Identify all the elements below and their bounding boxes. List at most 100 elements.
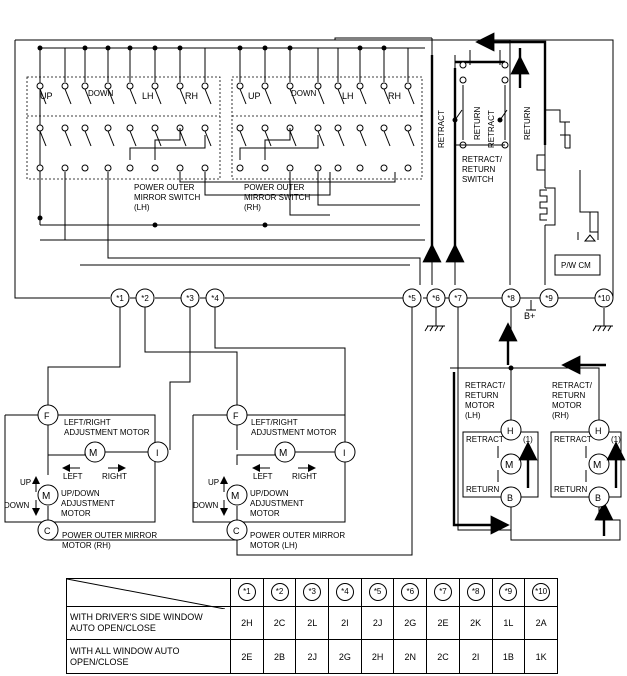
switch-contact (36, 124, 44, 132)
rmr-return: RETURN (554, 485, 588, 494)
rml-line3: MOTOR (465, 401, 495, 410)
connector-label: *2 (141, 294, 149, 303)
switch-contact (334, 124, 342, 132)
switch-rh-name-line3: (RH) (244, 203, 261, 212)
switch-rh-lh-label: LH (342, 91, 354, 101)
switch-contact (356, 124, 364, 132)
lh-term-f: F (233, 411, 239, 421)
rh-ud-line3: MOTOR (61, 509, 91, 518)
table-cell: 2C (426, 639, 460, 674)
table-cell: 2G (328, 639, 362, 674)
pwcm-label: P/W CM (561, 261, 591, 270)
rml-line1: RETRACT/ (465, 381, 506, 390)
table-cell: 2B (262, 639, 297, 674)
rmr-term-h: H (595, 426, 602, 436)
switch-contact (261, 164, 269, 172)
table-header-cell: *1 (230, 578, 264, 607)
lh-title-line1: POWER OUTER MIRROR (250, 531, 345, 540)
switch-rh-name-line2: MIRROR SWITCH (244, 193, 310, 202)
switch-contact (36, 164, 44, 172)
rh-term-f: F (44, 411, 50, 421)
table-cell: 2A (524, 605, 558, 641)
lh-term-i: I (343, 448, 346, 458)
switch-contact (404, 124, 412, 132)
rmr-motor-m: M (593, 460, 601, 471)
connector-table: *1 *2 *3 *4 *5 *6 *7 *8 *9 *10 WITH DRIV… (66, 578, 558, 674)
lh-down-label: DOWN (193, 501, 219, 510)
switch-rh-name-line1: POWER OUTER (244, 183, 305, 192)
table-header-cell: *2 (262, 578, 297, 607)
switch-contact (286, 164, 294, 172)
switch-rh-rh-label: RH (388, 91, 401, 101)
rs-name-line1: RETRACT/ (462, 155, 503, 164)
bus-junctions (37, 45, 387, 228)
lh-term-c: C (233, 526, 240, 536)
table-cell: 1L (491, 605, 526, 641)
rmr-line3: MOTOR (552, 401, 582, 410)
rh-lr-motor-m: M (89, 448, 97, 459)
table-header-row: *1 *2 *3 *4 *5 *6 *7 *8 *9 *10 (66, 578, 558, 609)
rml-term-b: B (507, 493, 513, 503)
switch-contact (356, 82, 364, 90)
wiring-diagram: UP DOWN LH RH POWER OUTER MIRROR SWITCH … (4, 32, 626, 556)
switch-contact (261, 124, 269, 132)
table-cell: 2K (458, 605, 493, 641)
table-header-cell: *4 (328, 578, 362, 607)
switch-contact (36, 82, 44, 90)
corner-diagonal (67, 579, 225, 609)
switch-lh-name-line3: (LH) (134, 203, 150, 212)
module-outline (14, 39, 614, 299)
retract-return-switch: RETRACT RETURN RETRACT RETURN RETRACT/ R… (334, 32, 547, 285)
connector-terminal (539, 288, 559, 308)
switch-lh-up-label: UP (40, 91, 53, 101)
switch-lh-lh-label: LH (142, 91, 154, 101)
lh-ud-motor-m: M (231, 491, 239, 502)
table-cell: 2H (230, 605, 264, 641)
rmr-term-b: B (595, 493, 601, 503)
connector-label: *1 (116, 294, 124, 303)
switch-contact (314, 164, 322, 172)
table-corner (66, 578, 231, 609)
connector-label: *5 (408, 294, 416, 303)
switch-contact (380, 124, 388, 132)
rh-title-line1: POWER OUTER MIRROR (62, 531, 157, 540)
rml-retract: RETRACT (466, 435, 504, 444)
retract-motor-rh: H B M RETRACT/ RETURN MOTOR (RH) RETRACT… (550, 381, 626, 508)
switch-contact (61, 124, 69, 132)
switch-contact (126, 82, 134, 90)
switch-contact (61, 82, 69, 90)
switch-contact (81, 164, 89, 172)
table-header-cell: *8 (458, 578, 493, 607)
switch-lh-down-label: DOWN (88, 89, 114, 98)
connector-label: *4 (211, 294, 219, 303)
lh-right-label: RIGHT (292, 472, 317, 481)
table-cell: 2C (262, 605, 297, 641)
rh-lr-line1: LEFT/RIGHT (64, 418, 111, 427)
switch-rh-up-label: UP (248, 91, 261, 101)
mirror-switch-lh: UP DOWN LH RH POWER OUTER MIRROR SWITCH … (26, 48, 221, 212)
rh-right-label: RIGHT (102, 472, 127, 481)
table-header-cell: *10 (524, 578, 558, 607)
switch-contact (236, 124, 244, 132)
switch-contact (380, 82, 388, 90)
lh-lr-motor-m: M (279, 448, 287, 459)
rh-ud-line1: UP/DOWN (61, 489, 100, 498)
rh-up-label: UP (20, 478, 31, 487)
table-cell: 2H (360, 639, 395, 674)
switch-contact (261, 82, 269, 90)
switch-contact (126, 124, 134, 132)
rs-return-label-1: RETURN (473, 106, 482, 140)
switch-contact (176, 82, 184, 90)
switch-contact (201, 124, 209, 132)
bplus-label: B+ (524, 311, 535, 321)
switch-lh-name-line2: MIRROR SWITCH (134, 193, 200, 202)
rh-ud-motor-m: M (42, 491, 50, 502)
connector-label: *9 (545, 294, 553, 303)
rh-left-label: LEFT (63, 472, 83, 481)
connector-label: *7 (454, 294, 462, 303)
switch-contact (236, 82, 244, 90)
rmr-retract: RETRACT (554, 435, 592, 444)
rml-note: (1) (523, 435, 533, 444)
switch-contact (151, 82, 159, 90)
